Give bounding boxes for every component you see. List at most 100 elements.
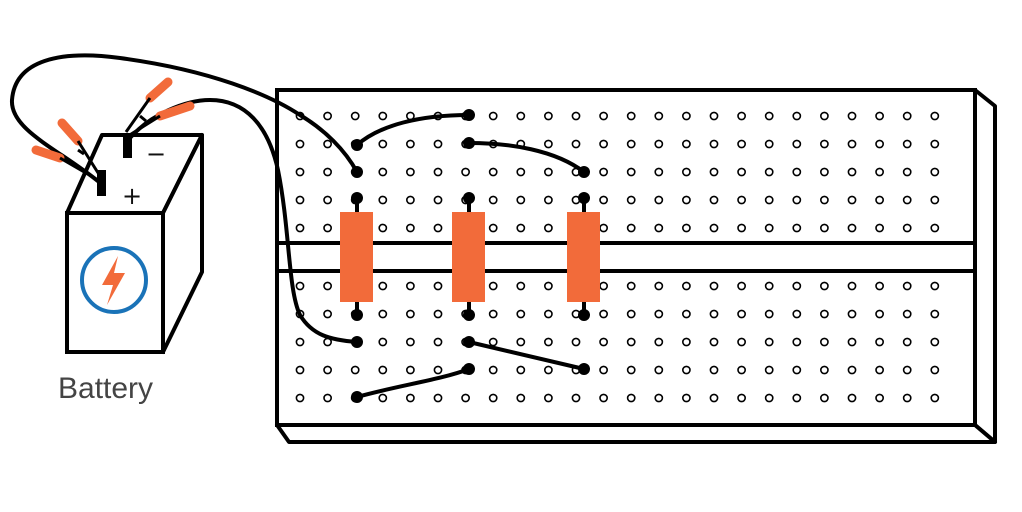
breadboard-hole: [461, 167, 470, 177]
breadboard-hole: [516, 393, 526, 403]
breadboard-hole: [405, 365, 415, 375]
breadboard-hole: [323, 393, 332, 403]
breadboard-hole: [599, 167, 608, 177]
breadboard-hole: [378, 309, 388, 319]
breadboard-hole: [792, 337, 802, 347]
breadboard-hole: [323, 309, 332, 319]
breadboard-hole: [875, 365, 884, 375]
breadboard-hole: [682, 365, 691, 375]
breadboard-hole: [488, 281, 498, 291]
breadboard-hole: [737, 139, 746, 149]
breadboard-hole: [792, 223, 802, 233]
breadboard-hole: [709, 365, 719, 375]
breadboard-hole: [405, 167, 415, 177]
breadboard-hole: [682, 309, 691, 319]
breadboard-hole: [488, 167, 498, 177]
breadboard-hole: [599, 223, 608, 233]
plug-point: [351, 336, 363, 348]
breadboard-hole: [405, 281, 415, 291]
breadboard-hole: [792, 195, 802, 205]
negative-clip: [124, 77, 195, 138]
breadboard-hole: [820, 223, 829, 233]
breadboard-hole: [709, 281, 719, 291]
battery: [65, 133, 204, 354]
breadboard-center-channel: [275, 241, 977, 273]
breadboard-hole: [737, 111, 746, 121]
breadboard-hole: [764, 393, 774, 403]
breadboard-hole: [544, 337, 553, 347]
breadboard-hole: [626, 195, 636, 205]
breadboard-hole: [599, 393, 608, 403]
breadboard-hole: [709, 139, 719, 149]
breadboard-hole: [930, 195, 940, 205]
breadboard-hole: [488, 393, 498, 403]
breadboard-hole: [350, 365, 360, 375]
breadboard-hole: [378, 139, 388, 149]
breadboard-hole: [654, 337, 664, 347]
breadboard-hole: [764, 139, 774, 149]
plug-point: [351, 309, 363, 321]
breadboard-hole: [433, 223, 443, 233]
resistor-1: [340, 198, 373, 315]
breadboard-hole: [599, 281, 608, 291]
breadboard-hole: [847, 281, 857, 291]
breadboard-hole: [820, 195, 829, 205]
breadboard-hole: [654, 195, 664, 205]
breadboard-hole: [488, 309, 498, 319]
breadboard-hole: [792, 167, 802, 177]
breadboard-hole: [626, 223, 636, 233]
breadboard-hole: [350, 111, 360, 121]
plug-point: [578, 363, 590, 375]
breadboard-hole: [792, 393, 802, 403]
breadboard-hole: [737, 393, 746, 403]
breadboard-hole: [544, 111, 553, 121]
breadboard-hole: [709, 223, 719, 233]
breadboard-hole: [902, 195, 912, 205]
breadboard-hole: [792, 139, 802, 149]
positive-clip: [31, 118, 102, 182]
breadboard-hole: [378, 167, 388, 177]
resistors: [340, 198, 600, 315]
breadboard-hole: [902, 111, 912, 121]
breadboard-hole: [820, 365, 829, 375]
breadboard-hole: [433, 365, 443, 375]
breadboard-hole: [516, 281, 526, 291]
breadboard-hole: [764, 309, 774, 319]
breadboard-hole: [820, 167, 829, 177]
breadboard-hole: [764, 223, 774, 233]
breadboard-hole: [405, 309, 415, 319]
breadboard-hole: [323, 167, 332, 177]
breadboard-hole: [902, 281, 912, 291]
breadboard-hole: [626, 139, 636, 149]
breadboard-hole: [682, 139, 691, 149]
breadboard-hole: [516, 223, 526, 233]
breadboard-hole: [875, 337, 884, 347]
breadboard-hole: [488, 223, 498, 233]
breadboard-hole: [737, 223, 746, 233]
breadboard-hole: [737, 195, 746, 205]
breadboard-hole: [875, 139, 884, 149]
breadboard-hole: [323, 281, 332, 291]
breadboard-hole: [654, 309, 664, 319]
plug-point: [463, 192, 475, 204]
plug-point: [463, 363, 475, 375]
breadboard-hole: [405, 393, 415, 403]
breadboard-hole: [378, 195, 388, 205]
breadboard-hole: [847, 223, 857, 233]
breadboard-hole: [654, 223, 664, 233]
breadboard-hole: [488, 337, 498, 347]
plug-point: [578, 166, 590, 178]
breadboard-hole: [654, 139, 664, 149]
negative-terminal: [123, 134, 132, 158]
breadboard-hole: [516, 309, 526, 319]
breadboard-hole: [682, 281, 691, 291]
breadboard-hole: [820, 111, 829, 121]
breadboard-hole: [654, 111, 664, 121]
wire-positive-to-board: [9, 53, 359, 184]
breadboard-hole: [820, 281, 829, 291]
breadboard-hole: [654, 167, 664, 177]
breadboard-hole: [930, 167, 940, 177]
breadboard-hole: [682, 223, 691, 233]
breadboard-hole: [709, 337, 719, 347]
breadboard-hole: [461, 393, 470, 403]
